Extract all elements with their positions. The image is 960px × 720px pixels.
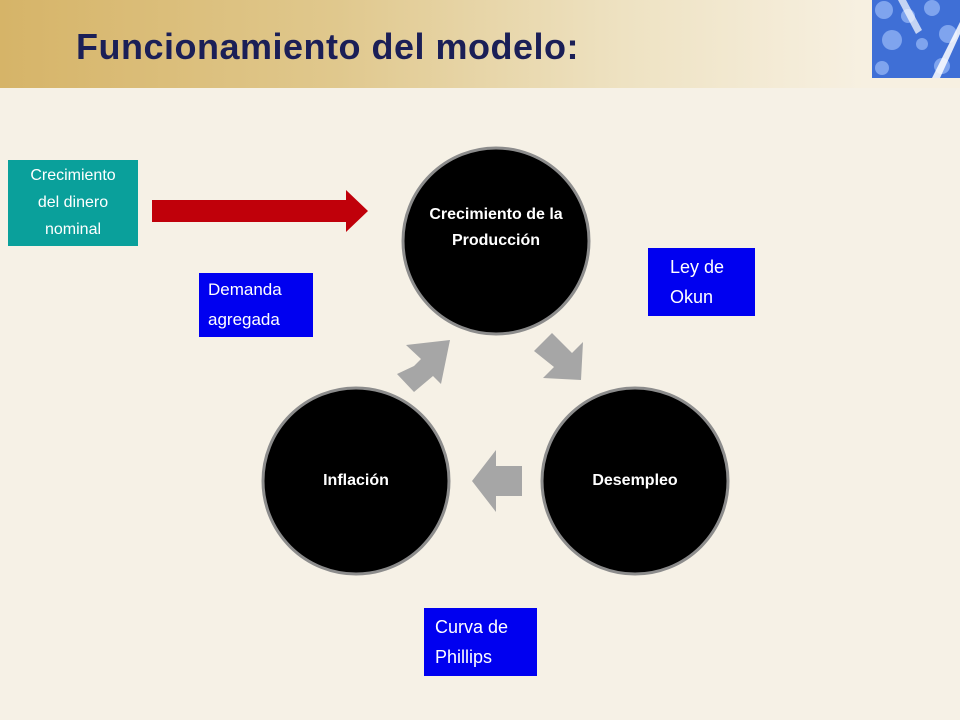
header-band [0,0,960,88]
phillips-curve-box: Curva de Phillips [424,608,537,676]
circle-unemployment [540,386,730,576]
page-title: Funcionamiento del modelo: [76,26,580,67]
aggregate-demand-box: Demanda agregada [199,273,313,337]
circle-inflation [261,386,451,576]
node-label-production: Crecimiento de la Producción [429,206,563,249]
cycle-arrow-icon [534,333,583,380]
node-label-inflation: Inflación [323,472,389,489]
cycle-arrow-icon [472,450,522,512]
corner-decoration-icon [872,0,960,78]
cycle-arrow-icon [397,340,450,392]
okun-law-box: Ley de Okun [648,248,755,316]
money-growth-box: Crecimiento del dinero nominal [8,160,138,246]
node-label-unemployment: Desempleo [592,472,678,489]
input-arrow-icon [152,190,368,232]
circle-production [401,146,591,336]
